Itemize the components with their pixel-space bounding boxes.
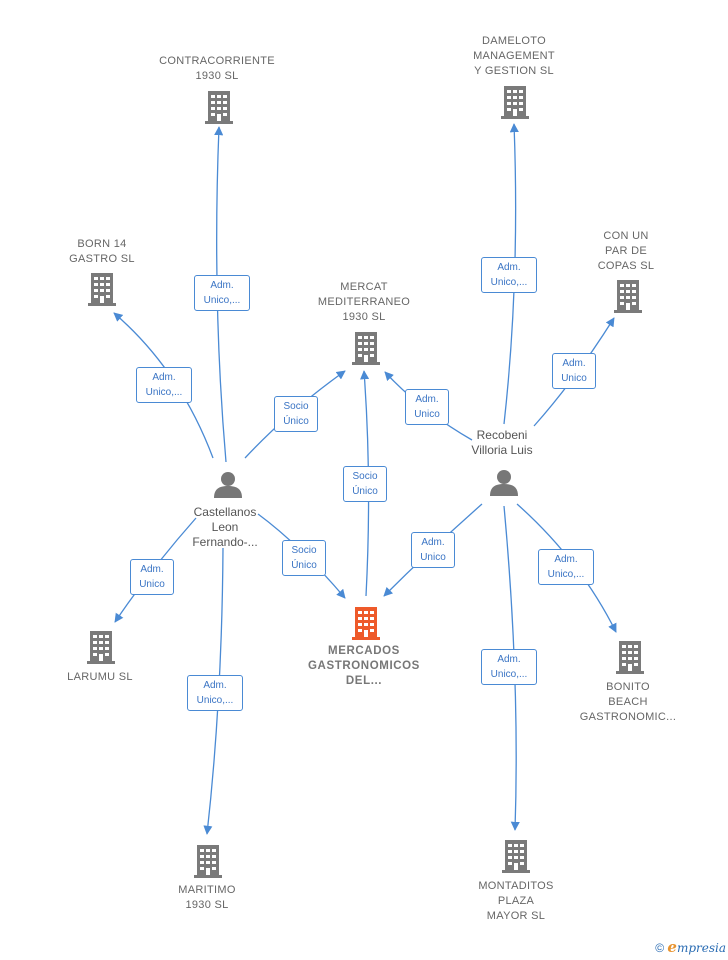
company-label-contracorriente[interactable]: CONTRACORRIENTE 1930 SL — [159, 55, 275, 82]
edge-label-recobeni-mercados: Adm. Unico — [411, 532, 455, 568]
conunpar-building-icon[interactable] — [614, 280, 642, 313]
person-label-castellanos[interactable]: Castellanos Leon Fernando-... — [192, 505, 258, 549]
company-label-larumu[interactable]: LARUMU SL — [67, 671, 133, 683]
dameloto-building-icon[interactable] — [501, 86, 529, 119]
edge-label-recobeni-bonito: Adm. Unico,... — [538, 549, 594, 585]
edge-label-recobeni-conunpar: Adm. Unico — [552, 353, 596, 389]
company-label-dameloto[interactable]: DAMELOTO MANAGEMENT Y GESTION SL — [473, 35, 555, 77]
company-label-bonito[interactable]: BONITO BEACH GASTRONOMIC... — [579, 681, 677, 723]
person-label-recobeni[interactable]: Recobeni Villoria Luis — [471, 428, 533, 457]
company-label-mercados[interactable]: MERCADOS GASTRONOMICOS DEL... — [308, 645, 420, 687]
edge-label-mercados-mercat: Socio Único — [343, 466, 387, 502]
mercados-building-icon[interactable] — [352, 607, 380, 640]
edge-label-castellanos-mercados: Socio Único — [282, 540, 326, 576]
born14-building-icon[interactable] — [88, 273, 116, 306]
maritimo-building-icon[interactable] — [194, 845, 222, 878]
edge-label-castellanos-contracorriente: Adm. Unico,... — [194, 275, 250, 311]
edge-label-castellanos-mercat: Socio Único — [274, 396, 318, 432]
company-label-mercat[interactable]: MERCAT MEDITERRANEO 1930 SL — [317, 281, 411, 323]
company-label-conunpar[interactable]: CON UN PAR DE COPAS SL — [597, 230, 655, 272]
brand-initial: e — [667, 938, 677, 956]
montaditos-building-icon[interactable] — [502, 840, 530, 873]
edge-label-castellanos-born14: Adm. Unico,... — [136, 367, 192, 403]
copyright-icon: © — [655, 941, 665, 955]
company-label-maritimo[interactable]: MARITIMO 1930 SL — [178, 884, 236, 911]
larumu-building-icon[interactable] — [87, 631, 115, 664]
recobeni-person-icon[interactable] — [490, 470, 518, 496]
edge-label-recobeni-montaditos: Adm. Unico,... — [481, 649, 537, 685]
edge-label-recobeni-mercat: Adm. Unico — [405, 389, 449, 425]
company-label-born14[interactable]: BORN 14 GASTRO SL — [69, 238, 135, 265]
company-label-montaditos[interactable]: MONTADITOS PLAZA MAYOR SL — [478, 880, 554, 922]
castellanos-person-icon[interactable] — [214, 472, 242, 498]
edge-label-castellanos-maritimo: Adm. Unico,... — [187, 675, 243, 711]
contracorriente-building-icon[interactable] — [205, 91, 233, 124]
edge-label-castellanos-larumu: Adm. Unico — [130, 559, 174, 595]
bonito-building-icon[interactable] — [616, 641, 644, 674]
brand-name: mpresia — [676, 941, 726, 955]
footer-brand[interactable]: © empresia — [655, 938, 726, 956]
edge-label-recobeni-dameloto: Adm. Unico,... — [481, 257, 537, 293]
mercat-building-icon[interactable] — [352, 332, 380, 365]
